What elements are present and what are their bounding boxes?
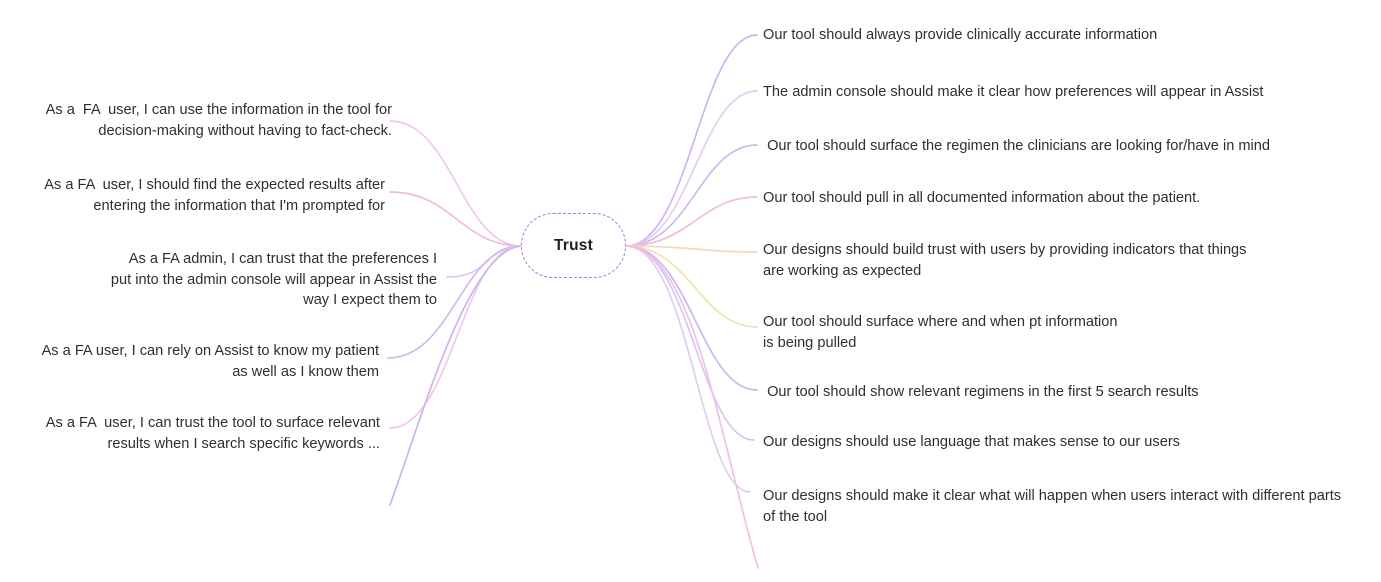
left-item[interactable]: As a FA user, I can trust the tool to su… bbox=[45, 415, 380, 452]
connector-line bbox=[387, 245, 522, 359]
connector-line bbox=[389, 191, 522, 247]
right-item[interactable]: Our tool should show relevant regimens i… bbox=[763, 384, 1199, 400]
connector-line bbox=[446, 245, 522, 278]
connector-line bbox=[625, 34, 758, 247]
connector-line bbox=[625, 245, 755, 441]
node-label: Trust bbox=[554, 236, 593, 254]
left-item[interactable]: As a FA user, I can use the information … bbox=[45, 102, 392, 139]
left-item[interactable]: As a FA admin, I can trust that the pref… bbox=[110, 251, 437, 308]
right-item[interactable]: Our designs should build trust with user… bbox=[763, 242, 1247, 279]
connector-line bbox=[625, 245, 758, 391]
connector-line bbox=[389, 245, 522, 506]
connector-line bbox=[625, 144, 758, 247]
connector-line bbox=[625, 245, 758, 253]
left-item[interactable]: As a FA user, I can rely on Assist to kn… bbox=[41, 343, 379, 380]
right-item[interactable]: Our tool should surface the regimen the … bbox=[763, 138, 1271, 154]
left-item[interactable]: As a FA user, I should find the expected… bbox=[44, 177, 385, 214]
right-item[interactable]: Our tool should always provide clinicall… bbox=[763, 27, 1158, 43]
right-item[interactable]: Our tool should surface where and when p… bbox=[763, 314, 1118, 351]
connector-line bbox=[625, 245, 751, 493]
mindmap-node-trust[interactable]: Trust bbox=[521, 213, 626, 278]
right-item[interactable]: Our tool should pull in all documented i… bbox=[763, 190, 1201, 206]
right-item[interactable]: Our designs should make it clear what wi… bbox=[763, 488, 1342, 525]
connector-line bbox=[389, 120, 522, 247]
connector-line bbox=[625, 196, 758, 247]
right-item[interactable]: Our designs should use language that mak… bbox=[763, 434, 1180, 450]
connector-line bbox=[625, 245, 759, 569]
right-item[interactable]: The admin console should make it clear h… bbox=[763, 84, 1264, 100]
connector-line bbox=[625, 245, 758, 328]
connector-line bbox=[625, 90, 758, 247]
